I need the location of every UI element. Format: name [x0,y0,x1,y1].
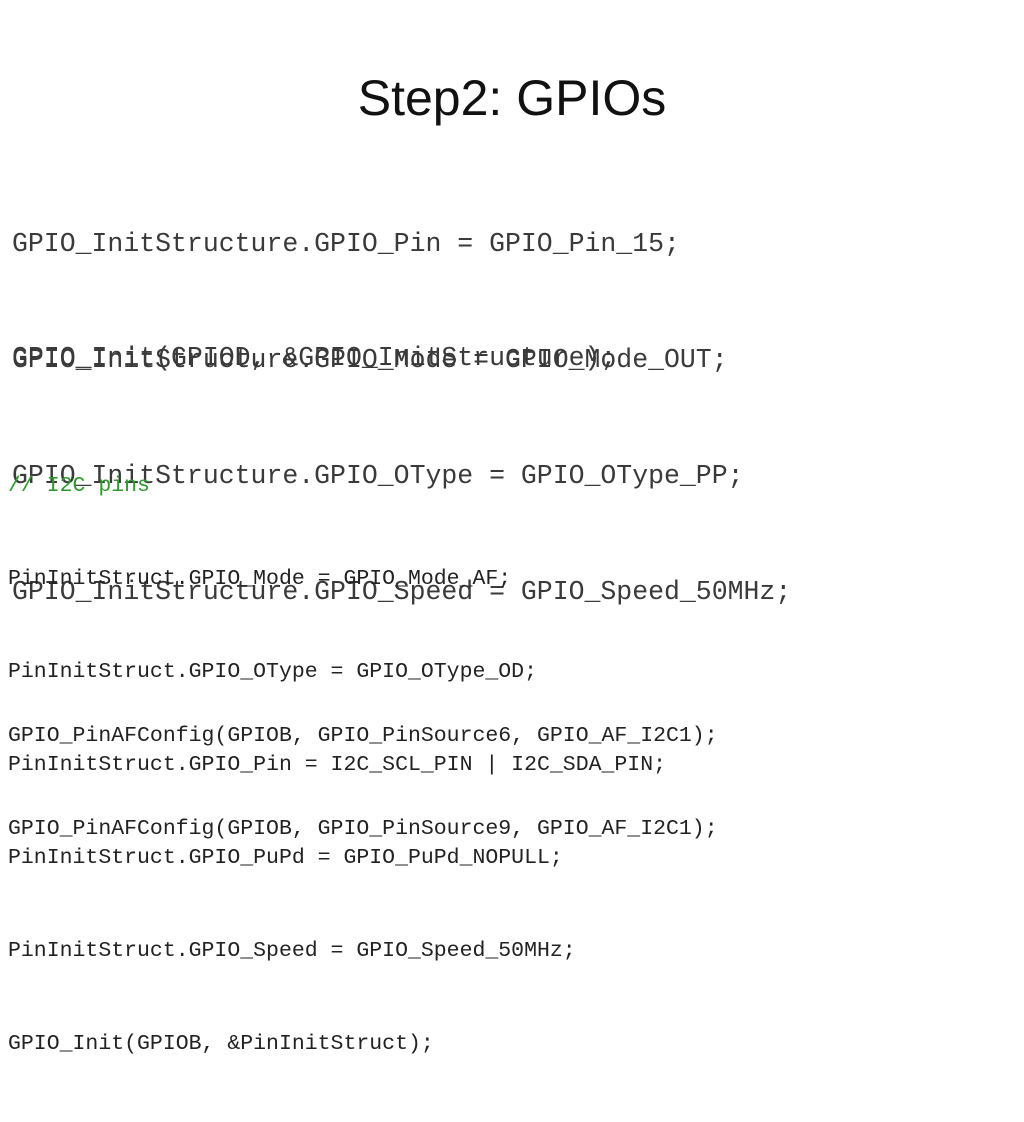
code-line: GPIO_InitStructure.GPIO_Mode = GPIO_Mode… [12,344,728,375]
code-line: GPIO_Init(GPIOB, &PinInitStruct); [8,1032,434,1056]
slide-title: Step2: GPIOs [357,70,667,126]
code-line: GPIO_InitStructure.GPIO_Speed = GPIO_Spe… [12,576,792,607]
code-comment: // I2C pins [8,474,150,498]
code-line: PinInitStruct.GPIO_Speed = GPIO_Speed_50… [8,939,576,963]
code-line: PinInitStruct.GPIO_OType = GPIO_OType_OD… [8,660,537,684]
code-line: GPIO_PinAFConfig(GPIOB, GPIO_PinSource6,… [8,724,718,748]
code-line: GPIO_InitStructure.GPIO_Pin = GPIO_Pin_1… [12,229,680,260]
code-block-af-config: GPIO_PinAFConfig(GPIOB, GPIO_PinSource6,… [8,659,718,907]
code-block-gpiod: GPIO_InitStructure.GPIO_Pin = GPIO_Pin_1… [12,148,791,688]
slide: Step2: GPIOs GPIO_InitStructure.GPIO_Pin… [8,70,792,1056]
code-line: GPIO_InitStructure.GPIO_OType = GPIO_OTy… [12,460,744,491]
code-line-gpio-init-gpiod: GPIO_Init(GPIOD, &GPIO_InitStructure); [12,343,617,373]
code-line: PinInitStruct.GPIO_Mode = GPIO_Mode_AF; [8,567,512,591]
code-line: GPIO_PinAFConfig(GPIOB, GPIO_PinSource9,… [8,817,718,841]
